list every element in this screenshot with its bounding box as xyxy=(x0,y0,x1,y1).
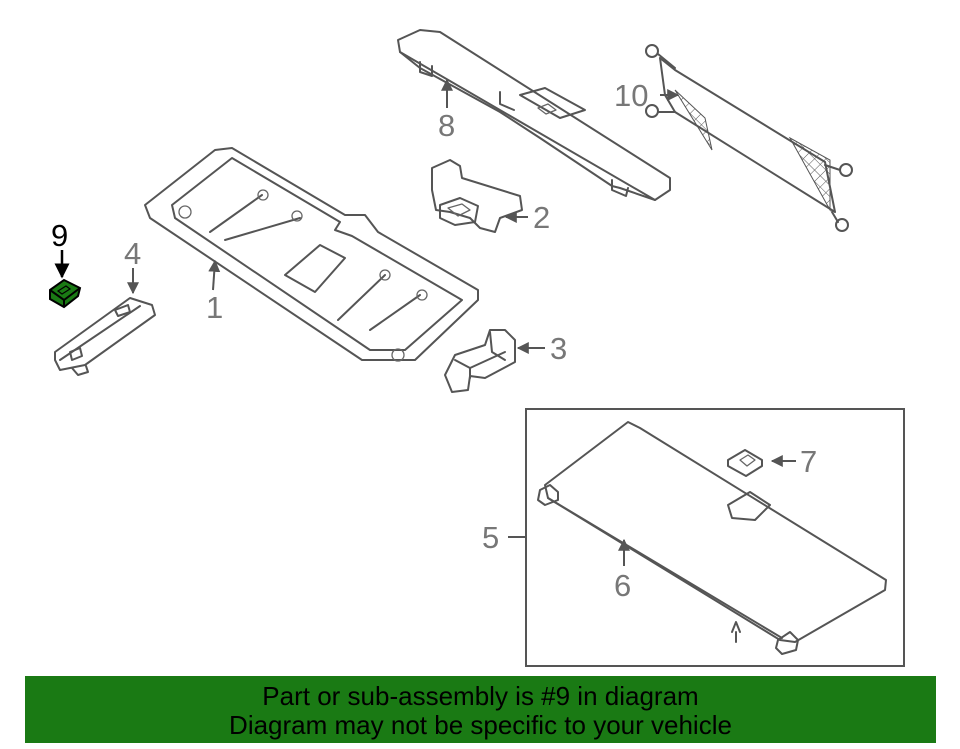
callout-8: 8 xyxy=(438,108,455,143)
part-9-highlighted xyxy=(49,278,82,309)
callout-4: 4 xyxy=(124,236,141,271)
part-3-bracket xyxy=(444,329,516,393)
part-1-cargo-tray xyxy=(144,147,479,362)
callout-3: 3 xyxy=(550,331,567,366)
callout-9: 9 xyxy=(51,218,68,253)
part-4-sill-trim xyxy=(54,297,156,376)
callout-7: 7 xyxy=(800,444,817,479)
part-10-cargo-net xyxy=(645,44,853,232)
part-5-tonneau-cover xyxy=(537,421,887,655)
part-2-bracket xyxy=(431,159,523,233)
callout-2: 2 xyxy=(533,200,550,235)
callout-5: 5 xyxy=(482,520,499,555)
callout-10: 10 xyxy=(614,78,648,113)
footer-banner: Part or sub-assembly is #9 in diagram Di… xyxy=(25,676,936,743)
part-7-clip xyxy=(727,449,763,477)
parts-diagram: 1 2 3 4 5 6 7 8 9 10 xyxy=(49,29,905,667)
footer-line-1: Part or sub-assembly is #9 in diagram xyxy=(262,681,699,711)
footer-line-2: Diagram may not be specific to your vehi… xyxy=(229,710,732,740)
part-8-trim-panel xyxy=(397,29,671,201)
callout-1: 1 xyxy=(206,290,223,325)
assembly-box xyxy=(525,408,905,667)
callout-6: 6 xyxy=(614,568,631,603)
